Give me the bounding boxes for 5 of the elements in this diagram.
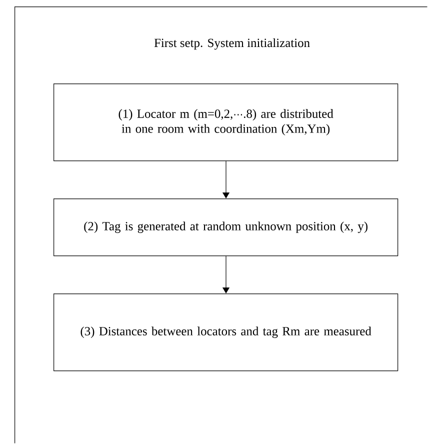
process-box: (3) Distances between locators and tag Rm are measured — [54, 294, 398, 372]
process-box: (1) Locator m (m=0,2,⋯.8) are distributed in one room with coordination (Xm,Ym) — [54, 84, 398, 162]
frame — [14, 6, 428, 444]
process-box: (2) Tag is generated at random unknown position (x, y) — [54, 198, 398, 256]
title: First setp. System initialization — [154, 38, 310, 50]
